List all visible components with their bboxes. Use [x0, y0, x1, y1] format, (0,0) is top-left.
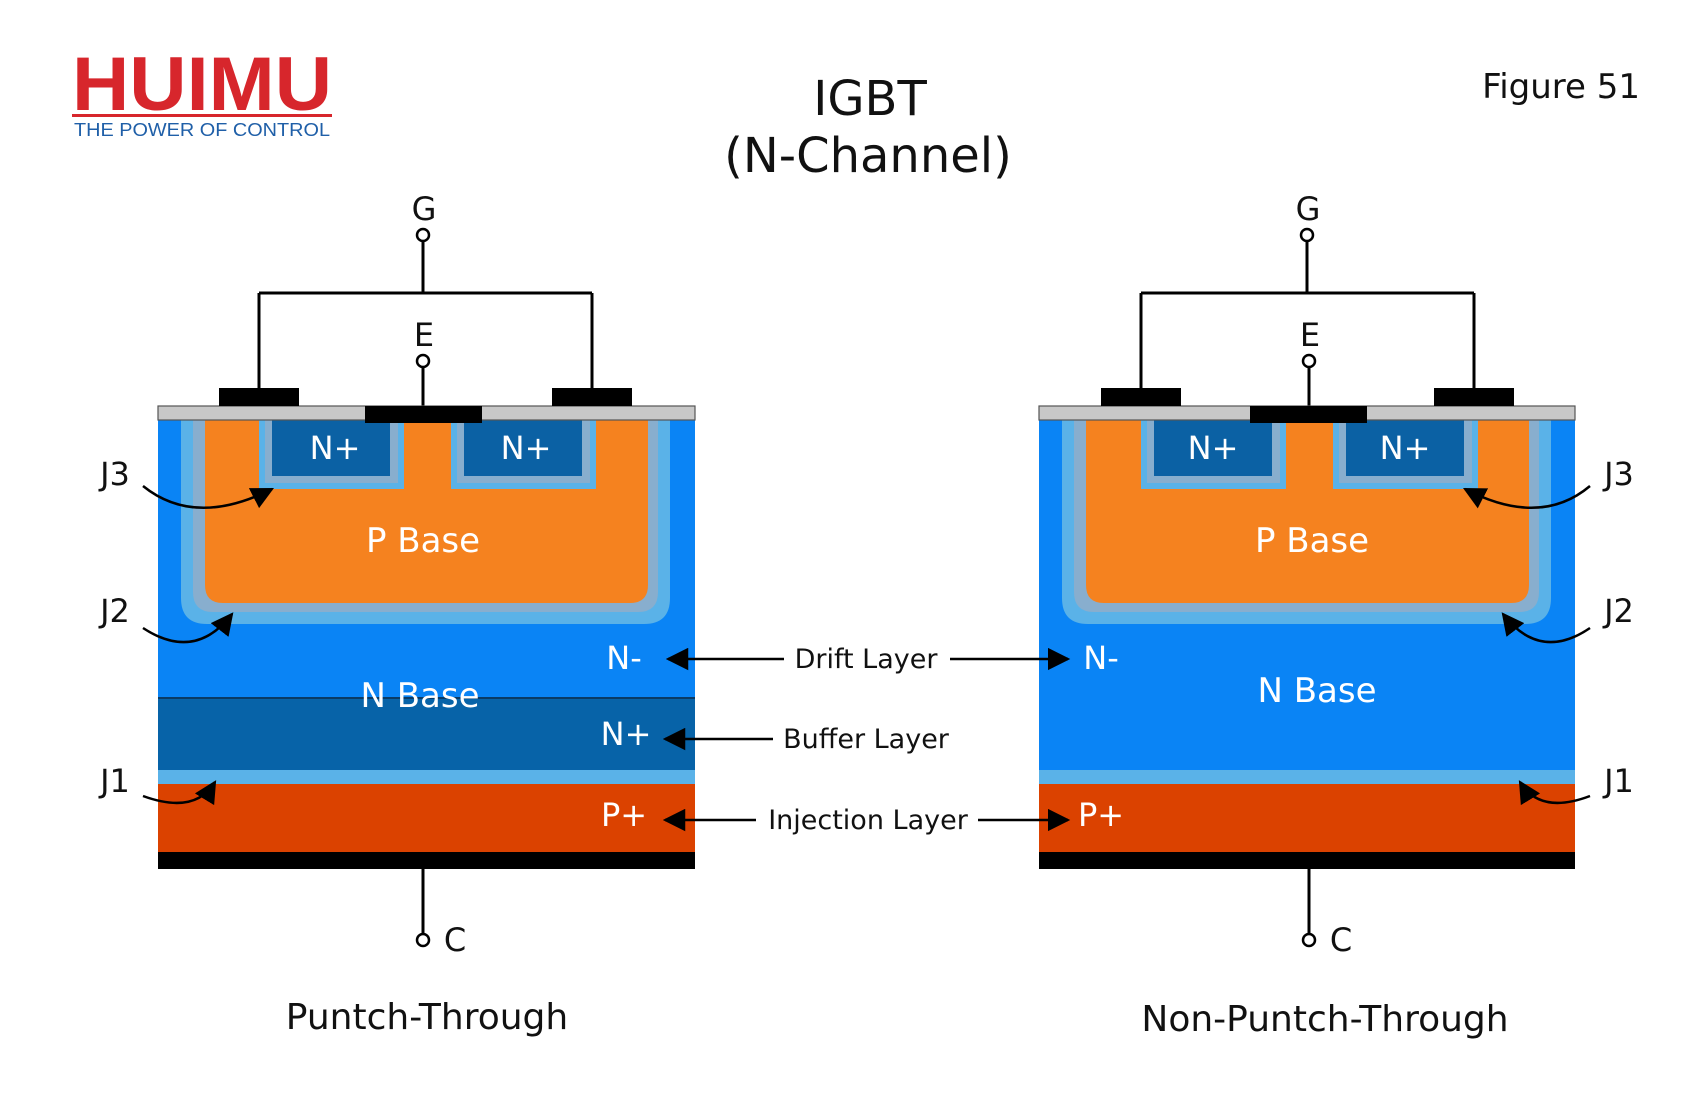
collector-terminal [1301, 932, 1317, 948]
gate-wire [257, 240, 594, 390]
title-line-1: IGBT [813, 71, 927, 127]
logo: HUIMU THE POWER OF CONTROL [72, 42, 332, 140]
collector-metal [1039, 852, 1575, 869]
collector-metal [158, 852, 695, 869]
logo-brand: HUIMU [72, 42, 332, 127]
emitter-contact [365, 406, 482, 423]
n-plus-region-left [1154, 420, 1272, 476]
emitter-label: E [414, 316, 434, 354]
p-plus-region [158, 784, 695, 852]
gate-terminal [415, 227, 431, 243]
buffer-layer-label: Buffer Layer [783, 724, 950, 755]
title-line-2: (N-Channel) [724, 128, 1012, 184]
p-base-label: P Base [1255, 521, 1369, 561]
gate-contact-right [1434, 388, 1514, 406]
logo-underline [72, 114, 332, 117]
n-plus-region-right [1346, 420, 1464, 476]
injection-layer-label: Injection Layer [768, 805, 969, 836]
gate-contact-right [552, 388, 632, 406]
gate-terminal [1299, 227, 1315, 243]
n-base-label: N Base [360, 676, 479, 716]
collector-label: C [444, 921, 466, 959]
junction-j1-band [158, 770, 695, 784]
gate-wire [1139, 240, 1476, 390]
n-plus-region-right [464, 420, 582, 476]
gate-contact-left [1101, 388, 1181, 406]
j1-label: J1 [98, 762, 130, 800]
p-base-label: P Base [366, 521, 480, 561]
emitter-label: E [1300, 316, 1320, 354]
n-plus-region-left [272, 420, 390, 476]
device-non-punch-through: G E N+ N+ P Base N- N Base P+ J3 J2 J1 [1038, 190, 1634, 1040]
caption-left: Puntch-Through [286, 997, 568, 1038]
n-minus-label: N- [606, 639, 641, 677]
buffer-region [158, 698, 695, 770]
buffer-n-plus-label: N+ [601, 715, 652, 753]
n-base-label: N Base [1257, 671, 1376, 711]
device-punch-through: G E N+ N+ P Base N- N Base N+ [98, 190, 696, 1038]
p-plus-region [1039, 784, 1575, 852]
figure-label: Figure 51 [1482, 67, 1640, 107]
j2-label: J2 [98, 592, 130, 630]
j3-label: J3 [1602, 455, 1634, 493]
j2-label: J2 [1602, 592, 1634, 630]
junction-j1-band [1039, 770, 1575, 784]
collector-terminal [415, 932, 431, 948]
logo-tagline: THE POWER OF CONTROL [74, 120, 330, 140]
n-plus-label-left: N+ [310, 429, 361, 467]
n-plus-label-right: N+ [501, 429, 552, 467]
collector-label: C [1330, 921, 1352, 959]
emitter-contact [1250, 406, 1367, 423]
emitter-terminal [1301, 353, 1317, 369]
caption-right: Non-Puntch-Through [1141, 999, 1508, 1040]
j3-label: J3 [98, 455, 130, 493]
gate-label: G [1296, 190, 1321, 228]
gate-contact-left [219, 388, 299, 406]
n-minus-label: N- [1083, 639, 1118, 677]
p-plus-label: P+ [601, 796, 647, 834]
layer-callouts: Drift Layer Buffer Layer Injection Layer [662, 644, 1071, 836]
j1-label: J1 [1602, 762, 1634, 800]
drift-layer-label: Drift Layer [795, 644, 939, 675]
gate-label: G [412, 190, 437, 228]
n-plus-label-left: N+ [1188, 429, 1239, 467]
emitter-terminal [415, 353, 431, 369]
p-plus-label: P+ [1078, 796, 1124, 834]
n-plus-label-right: N+ [1380, 429, 1431, 467]
